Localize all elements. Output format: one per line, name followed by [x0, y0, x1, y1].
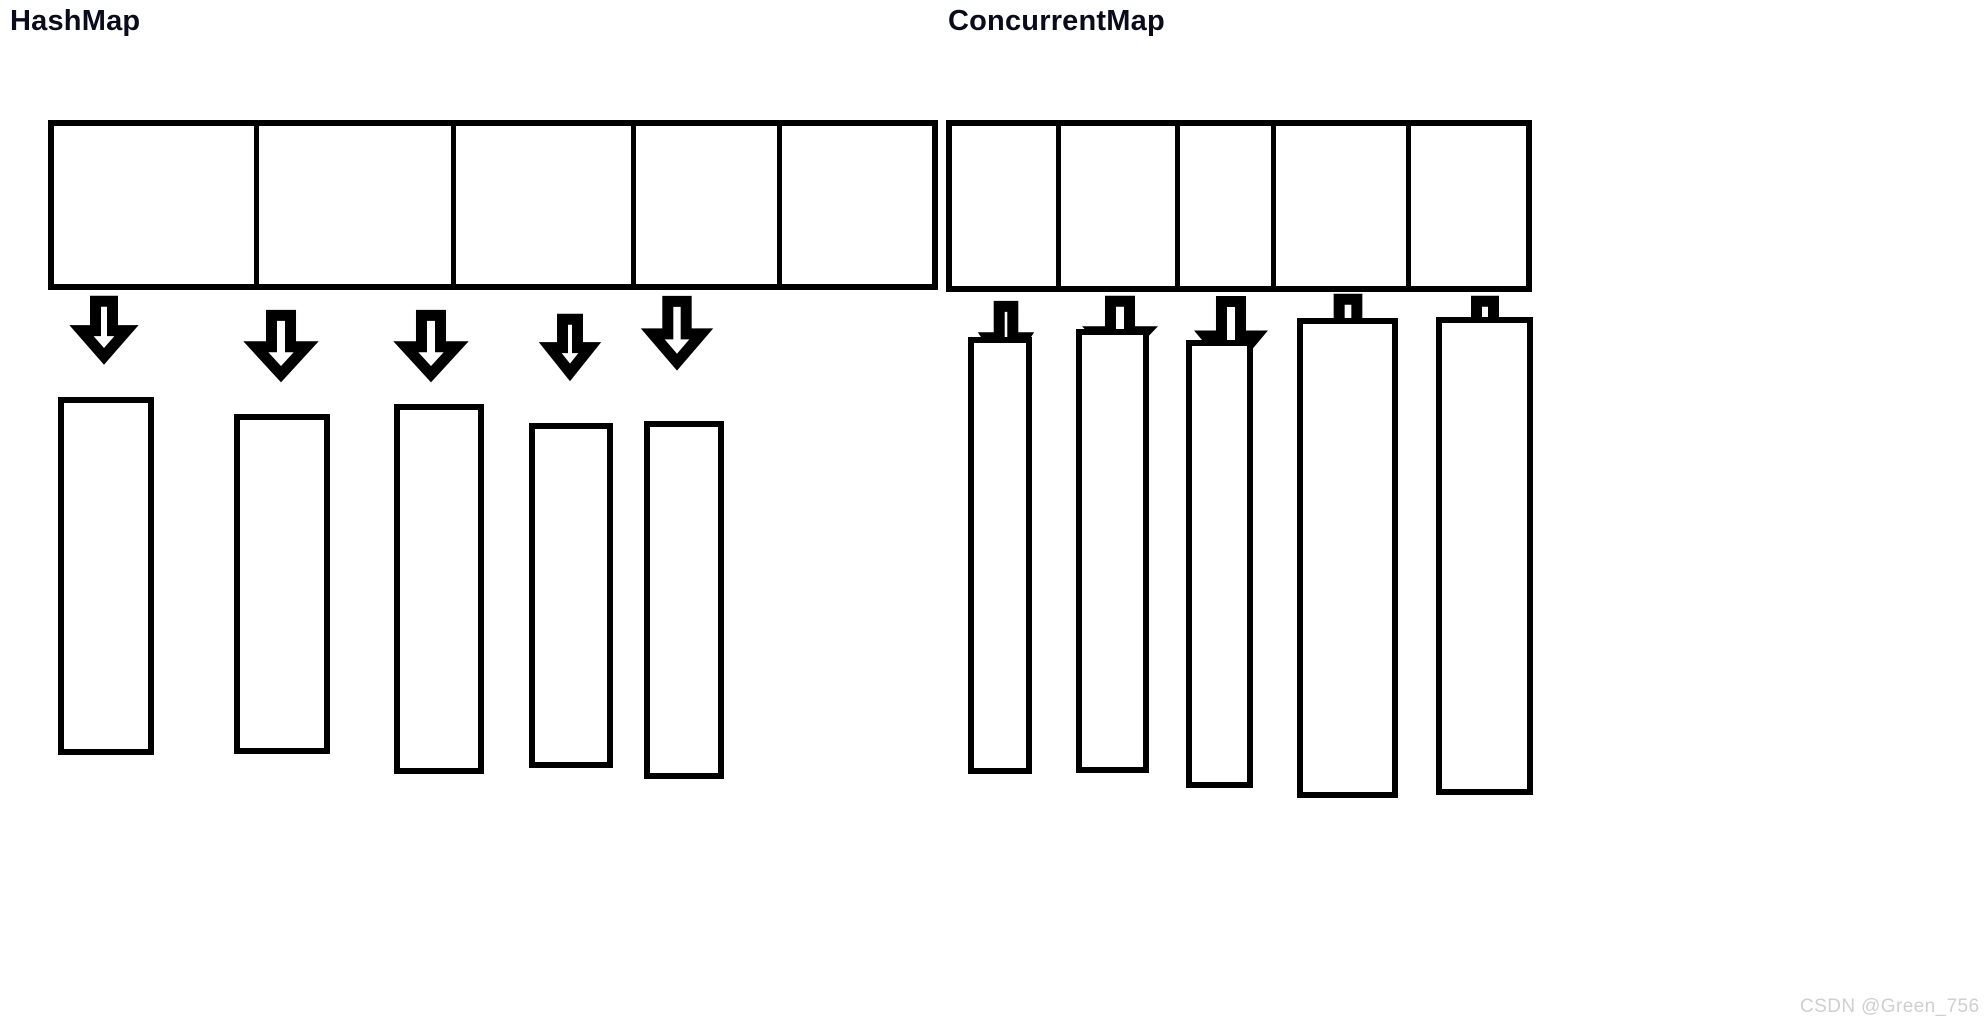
- panel-title-concurrentmap: ConcurrentMap: [948, 5, 1165, 37]
- bucket-cell[interactable]: [1060, 126, 1180, 286]
- chain-bar[interactable]: [1076, 329, 1149, 773]
- chain-bar[interactable]: [1297, 318, 1398, 798]
- arrow-down-icon: [403, 314, 459, 376]
- bucket-cell[interactable]: [54, 126, 259, 284]
- bucket-cell[interactable]: [1411, 126, 1526, 286]
- chain-bar[interactable]: [644, 421, 724, 779]
- chain-bar[interactable]: [394, 404, 484, 774]
- bucket-cell[interactable]: [1179, 126, 1276, 286]
- chain-bar[interactable]: [234, 414, 330, 754]
- bucket-array-concurrentmap: [946, 120, 1532, 292]
- bucket-cell[interactable]: [952, 126, 1061, 286]
- arrow-down-icon: [253, 314, 309, 376]
- panel-title-hashmap: HashMap: [10, 5, 141, 37]
- bucket-array-hashmap: [48, 120, 938, 290]
- watermark: CSDN @Green_756: [1800, 996, 1980, 1017]
- bucket-cell[interactable]: [456, 126, 636, 284]
- arrow-down-icon: [79, 300, 129, 358]
- chain-bar[interactable]: [58, 397, 154, 755]
- arrow-down-icon: [548, 318, 592, 374]
- bucket-cell[interactable]: [259, 126, 456, 284]
- bucket-cell[interactable]: [636, 126, 782, 284]
- chain-bar[interactable]: [1436, 317, 1533, 795]
- bucket-cell[interactable]: [1275, 126, 1412, 286]
- arrow-down-icon: [650, 300, 704, 364]
- bucket-cell[interactable]: [782, 126, 932, 284]
- chain-bar[interactable]: [968, 337, 1032, 774]
- chain-bar[interactable]: [1186, 340, 1253, 788]
- chain-bar[interactable]: [529, 423, 613, 768]
